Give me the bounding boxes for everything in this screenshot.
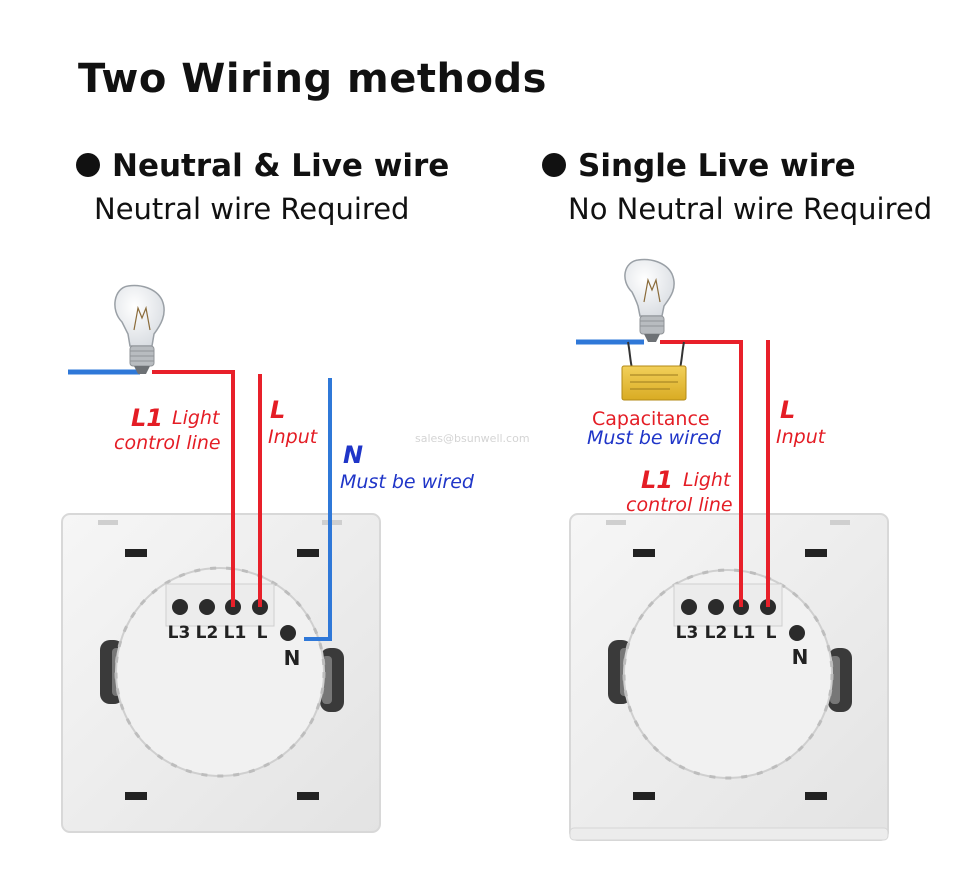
terminal-label: L	[766, 623, 777, 643]
terminal-screw	[280, 625, 296, 641]
l1-text1: Light	[172, 407, 221, 429]
terminal-screw	[789, 625, 805, 641]
mount-slot	[805, 549, 827, 557]
n-wire	[304, 378, 332, 641]
terminal-label: N	[284, 646, 301, 670]
page-title: Two Wiring methods	[78, 56, 547, 102]
l1-wire	[152, 370, 235, 607]
terminal-screw	[681, 599, 697, 615]
watermark: sales@bsunwell.com	[415, 432, 530, 445]
mount-slot	[297, 549, 319, 557]
right-subheading: No Neutral wire Required	[568, 192, 933, 226]
bullet-icon	[542, 152, 566, 177]
light-bulb-icon	[624, 258, 675, 342]
capacitor-icon	[621, 341, 687, 401]
terminal-label: L2	[705, 623, 728, 643]
terminal-label: L3	[168, 623, 191, 643]
terminal-screw	[199, 599, 215, 615]
l1-text2: control line	[114, 432, 221, 454]
terminal-label: L1	[224, 623, 247, 643]
l1-code: L1	[641, 466, 673, 494]
mount-slot	[125, 792, 147, 800]
n-text: Must be wired	[340, 471, 475, 493]
right-diagram: L3 L2 L1 L N Capacitance Must be	[569, 258, 889, 841]
n-code: N	[343, 441, 363, 469]
terminal-label: L3	[676, 623, 699, 643]
l1-wire	[660, 340, 743, 607]
left-heading: Neutral & Live wire	[76, 148, 449, 184]
cap-note: Must be wired	[587, 427, 722, 449]
l1-text2: control line	[626, 494, 733, 516]
mount-slot	[125, 549, 147, 557]
terminal-label: L	[257, 623, 268, 643]
mount-slot	[297, 792, 319, 800]
right-heading-text: Single Live wire	[578, 148, 856, 184]
terminal-label: L2	[196, 623, 219, 643]
l-code: L	[780, 396, 795, 424]
terminal-screw	[172, 599, 188, 615]
l1-text1: Light	[683, 469, 732, 491]
l-code: L	[270, 396, 285, 424]
cap-text: Capacitance	[592, 408, 710, 430]
left-diagram: L3 L2 L1 L N L1 Light control line L Inp…	[61, 284, 475, 833]
l-text: Input	[268, 426, 319, 448]
left-subheading: Neutral wire Required	[94, 192, 410, 226]
mount-slot	[633, 549, 655, 557]
light-bulb-icon	[114, 284, 165, 374]
mount-slot	[633, 792, 655, 800]
right-heading: Single Live wire	[542, 148, 856, 184]
l-text: Input	[776, 426, 827, 448]
l1-code: L1	[131, 404, 163, 432]
terminal-label: L1	[733, 623, 756, 643]
left-heading-text: Neutral & Live wire	[112, 148, 450, 184]
terminal-label: N	[792, 645, 809, 669]
mount-slot	[805, 792, 827, 800]
bullet-icon	[76, 152, 100, 177]
terminal-screw	[708, 599, 724, 615]
